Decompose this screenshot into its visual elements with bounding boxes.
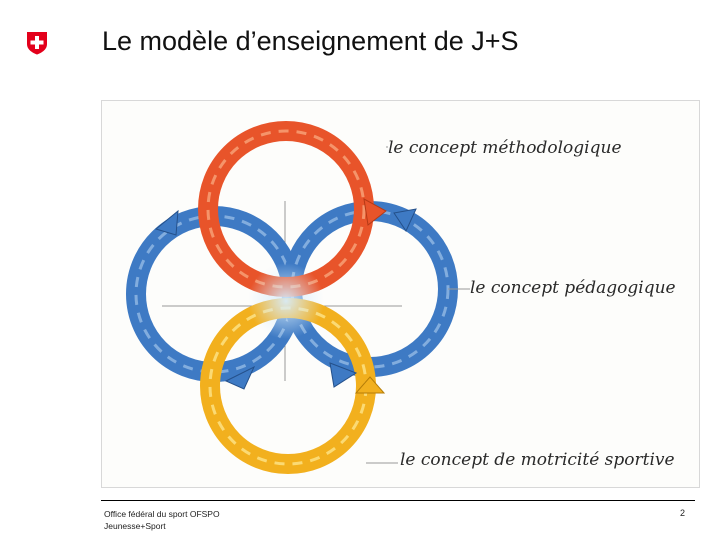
- arrow-bottom-icon: [354, 376, 386, 394]
- swiss-cross-icon: [27, 32, 47, 55]
- arrow-left-icon: [154, 209, 179, 236]
- footer-org-line2: Jeunesse+Sport: [104, 521, 166, 531]
- arrow-mid-right-icon: [329, 362, 358, 388]
- footer-organization: Office fédéral du sport OFSPO Jeunesse+S…: [104, 508, 220, 532]
- page-title: Le modèle d’enseignement de J+S: [102, 26, 519, 56]
- footer-divider: [101, 500, 695, 501]
- arrow-right-icon: [393, 208, 417, 233]
- page-number: 2: [680, 508, 686, 518]
- label-motor: le concept de motricité sportive: [400, 450, 675, 470]
- teaching-model-diagram: le concept méthodologique le concept péd…: [101, 100, 700, 488]
- label-methodological: le concept méthodologique: [388, 138, 622, 158]
- label-pedagogical: le concept pédagogique: [470, 278, 676, 298]
- rings-drawing: le concept méthodologique le concept péd…: [126, 121, 676, 474]
- footer-org-line1: Office fédéral du sport OFSPO: [104, 509, 220, 519]
- arrow-top-icon: [363, 198, 387, 226]
- arrow-mid-left-icon: [224, 365, 256, 390]
